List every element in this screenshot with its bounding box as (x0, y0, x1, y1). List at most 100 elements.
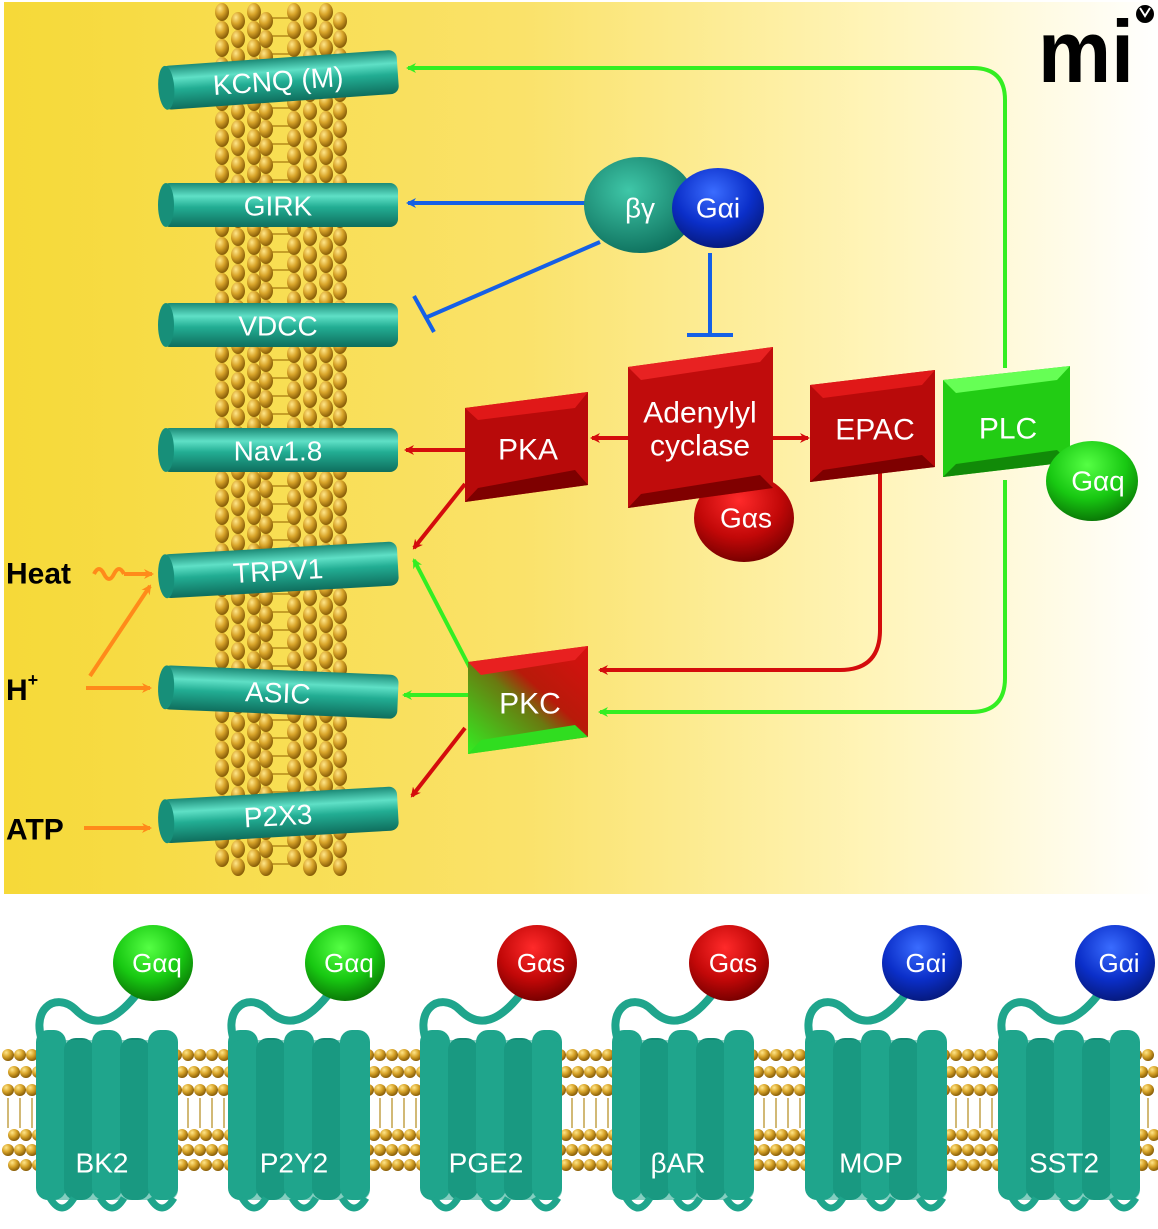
epac-box: EPAC (810, 370, 935, 482)
lipid-head (566, 1144, 578, 1156)
channel-label: P2X3 (243, 799, 313, 834)
receptor-intracellular-loop (722, 1196, 754, 1212)
lipid-head (2, 1049, 14, 1061)
lipid-head (303, 120, 317, 138)
receptor-intracellular-loop (46, 1196, 78, 1212)
lipid-head (247, 651, 261, 669)
lipid-head (20, 1066, 32, 1078)
lipid-head (333, 246, 347, 264)
channel-label: GIRK (244, 191, 313, 222)
lipid-head (247, 345, 261, 363)
lipid-head (333, 120, 347, 138)
lipid-head (231, 534, 245, 552)
lipid-head (333, 642, 347, 660)
lipid-head (247, 489, 261, 507)
receptor-c-terminal-loop (419, 992, 524, 1052)
receptor-intracellular-loop (865, 1196, 897, 1212)
channel-cylinder (161, 541, 399, 599)
lipid-head (287, 759, 301, 777)
lipid-head (968, 1159, 980, 1171)
beta-gamma-subunit (584, 157, 696, 253)
lipid-head (259, 516, 273, 534)
lipid-head (333, 624, 347, 642)
lipid-head (758, 1049, 770, 1061)
lipid-head (956, 1066, 968, 1078)
lipid-head (333, 372, 347, 390)
receptor-c-terminal-loop (611, 992, 716, 1052)
lipid-head (215, 381, 229, 399)
arrow-plc-to-kcnq (406, 63, 1007, 368)
lipid-head (287, 345, 301, 363)
receptor-g-protein (497, 925, 577, 1001)
lipid-head (215, 777, 229, 795)
lipid-head (215, 651, 229, 669)
lipid-head (215, 165, 229, 183)
lipid-head (333, 498, 347, 516)
lipid-head (986, 1084, 998, 1096)
lipid-head (752, 1066, 764, 1078)
lipid-head (231, 30, 245, 48)
lipid-head (410, 1049, 422, 1061)
pka-box: PKA (465, 392, 588, 502)
lipid-head (287, 849, 301, 867)
lipid-head (303, 138, 317, 156)
lipid-head (770, 1144, 782, 1156)
lipid-head (259, 282, 273, 300)
lipid-head (247, 507, 261, 525)
lipid-head (303, 624, 317, 642)
receptor-c-terminal-loop (804, 992, 909, 1052)
lipid-head (333, 768, 347, 786)
lipid-head (303, 642, 317, 660)
lipid-head (303, 12, 317, 30)
lipid-head (247, 633, 261, 651)
lipid-head (259, 138, 273, 156)
lipid-head (287, 237, 301, 255)
lipid-head (247, 399, 261, 417)
lipid-head (215, 111, 229, 129)
lipid-head (259, 246, 273, 264)
lipid-head (8, 1129, 20, 1141)
lipid-head (303, 246, 317, 264)
lipid-head (392, 1159, 404, 1171)
pka-label: PKA (498, 434, 558, 467)
inhibit-bar-vdcc (412, 295, 436, 333)
lipid-head (319, 849, 333, 867)
lipid-head (950, 1084, 962, 1096)
lipid-head (8, 1159, 20, 1171)
lipid-head (333, 750, 347, 768)
channel-cylinder-end (158, 303, 174, 347)
lipid-head (1142, 1084, 1154, 1096)
lipid-head (259, 840, 273, 858)
lipid-head (333, 282, 347, 300)
lipid-head (8, 1066, 20, 1078)
lipid-head (247, 237, 261, 255)
lipid-head (319, 165, 333, 183)
lipid-head (215, 597, 229, 615)
channel-label: TRPV1 (232, 553, 324, 589)
lipid-head (590, 1144, 602, 1156)
lipid-head (231, 516, 245, 534)
lipid-head (215, 3, 229, 21)
receptor-intracellular-loop (430, 1196, 462, 1212)
lipid-head (176, 1129, 188, 1141)
lipid-head (247, 381, 261, 399)
lipid-head (776, 1159, 788, 1171)
receptor-body (38, 1040, 178, 1200)
lipid-head (231, 228, 245, 246)
lipid-head (247, 147, 261, 165)
lipid-head (14, 1049, 26, 1061)
receptor-g-protein (113, 925, 193, 1001)
lipid-head (14, 1084, 26, 1096)
receptor-intracellular-loop (622, 1196, 654, 1212)
lipid-head (974, 1144, 986, 1156)
gi-heterotrimer: βγ Gαi (584, 157, 764, 253)
lipid-head (287, 741, 301, 759)
lipid-head (319, 147, 333, 165)
receptor-g-protein (689, 925, 769, 1001)
lipid-head (584, 1066, 596, 1078)
lipid-head (380, 1066, 392, 1078)
receptor-g-protein-label: Gαi (1098, 948, 1139, 978)
channel-girk: GIRK (158, 183, 398, 227)
